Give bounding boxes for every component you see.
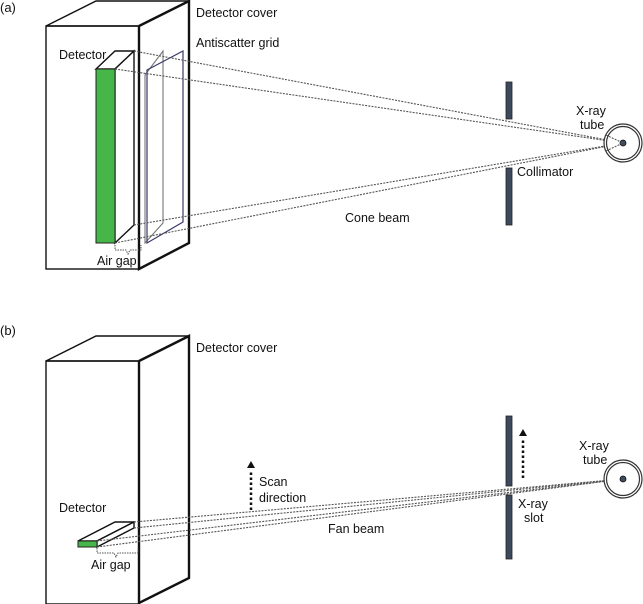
label-xray-tube-a-line1: X-ray (576, 104, 607, 118)
panel-b: (b) (0, 323, 643, 604)
xray-tube-a (603, 123, 643, 163)
label-collimator: Collimator (517, 165, 573, 179)
slot-collimator-lower (505, 494, 513, 560)
label-fan-beam: Fan beam (328, 522, 384, 536)
detector-cover-b (137, 334, 191, 604)
collimator-lower-a (505, 167, 513, 226)
label-scan-direction-line2: direction (259, 491, 306, 505)
label-detector-b: Detector (59, 501, 106, 515)
label-scan-direction-line1: Scan (259, 475, 288, 489)
housing-top-face (45, 335, 190, 362)
scan-direction-arrow-slot (519, 429, 527, 478)
air-gap-brace-b (96, 548, 139, 559)
label-detector-cover-a: Detector cover (196, 6, 277, 20)
cone-beam (114, 50, 624, 244)
collimator-upper-a (505, 81, 513, 120)
detector-side-face (114, 49, 135, 245)
panel-a: (a) (0, 0, 643, 271)
label-xray-slot-line2: slot (524, 511, 544, 525)
detector-housing-a (45, 0, 191, 271)
slot-collimator-upper (505, 415, 513, 487)
label-detector-cover-b: Detector cover (196, 341, 277, 355)
panel-a-tag: (a) (0, 0, 16, 15)
housing-top-face (45, 0, 190, 27)
label-xray-tube-a-line2: tube (580, 118, 604, 132)
detector-housing-b (45, 334, 191, 604)
panel-b-tag: (b) (0, 323, 16, 338)
label-detector-a: Detector (59, 48, 106, 62)
detector-a (95, 68, 116, 244)
label-air-gap-a: Air gap (97, 254, 137, 268)
xray-tube-b (603, 459, 643, 499)
label-xray-tube-b-line2: tube (583, 453, 607, 467)
air-gap-brace-a (114, 245, 142, 256)
label-xray-tube-b-line1: X-ray (579, 439, 610, 453)
antiscatter-grid-a (146, 50, 184, 245)
label-antiscatter-grid: Antiscatter grid (196, 36, 279, 50)
label-cone-beam: Cone beam (345, 211, 410, 225)
scan-direction-arrow (247, 461, 255, 510)
label-air-gap-b: Air gap (91, 558, 131, 572)
detector-cover-a (137, 0, 191, 271)
fan-beam (96, 478, 624, 548)
label-xray-slot-line1: X-ray (518, 497, 549, 511)
antiscatter-grid-back (144, 49, 164, 245)
detector-b (77, 540, 98, 548)
